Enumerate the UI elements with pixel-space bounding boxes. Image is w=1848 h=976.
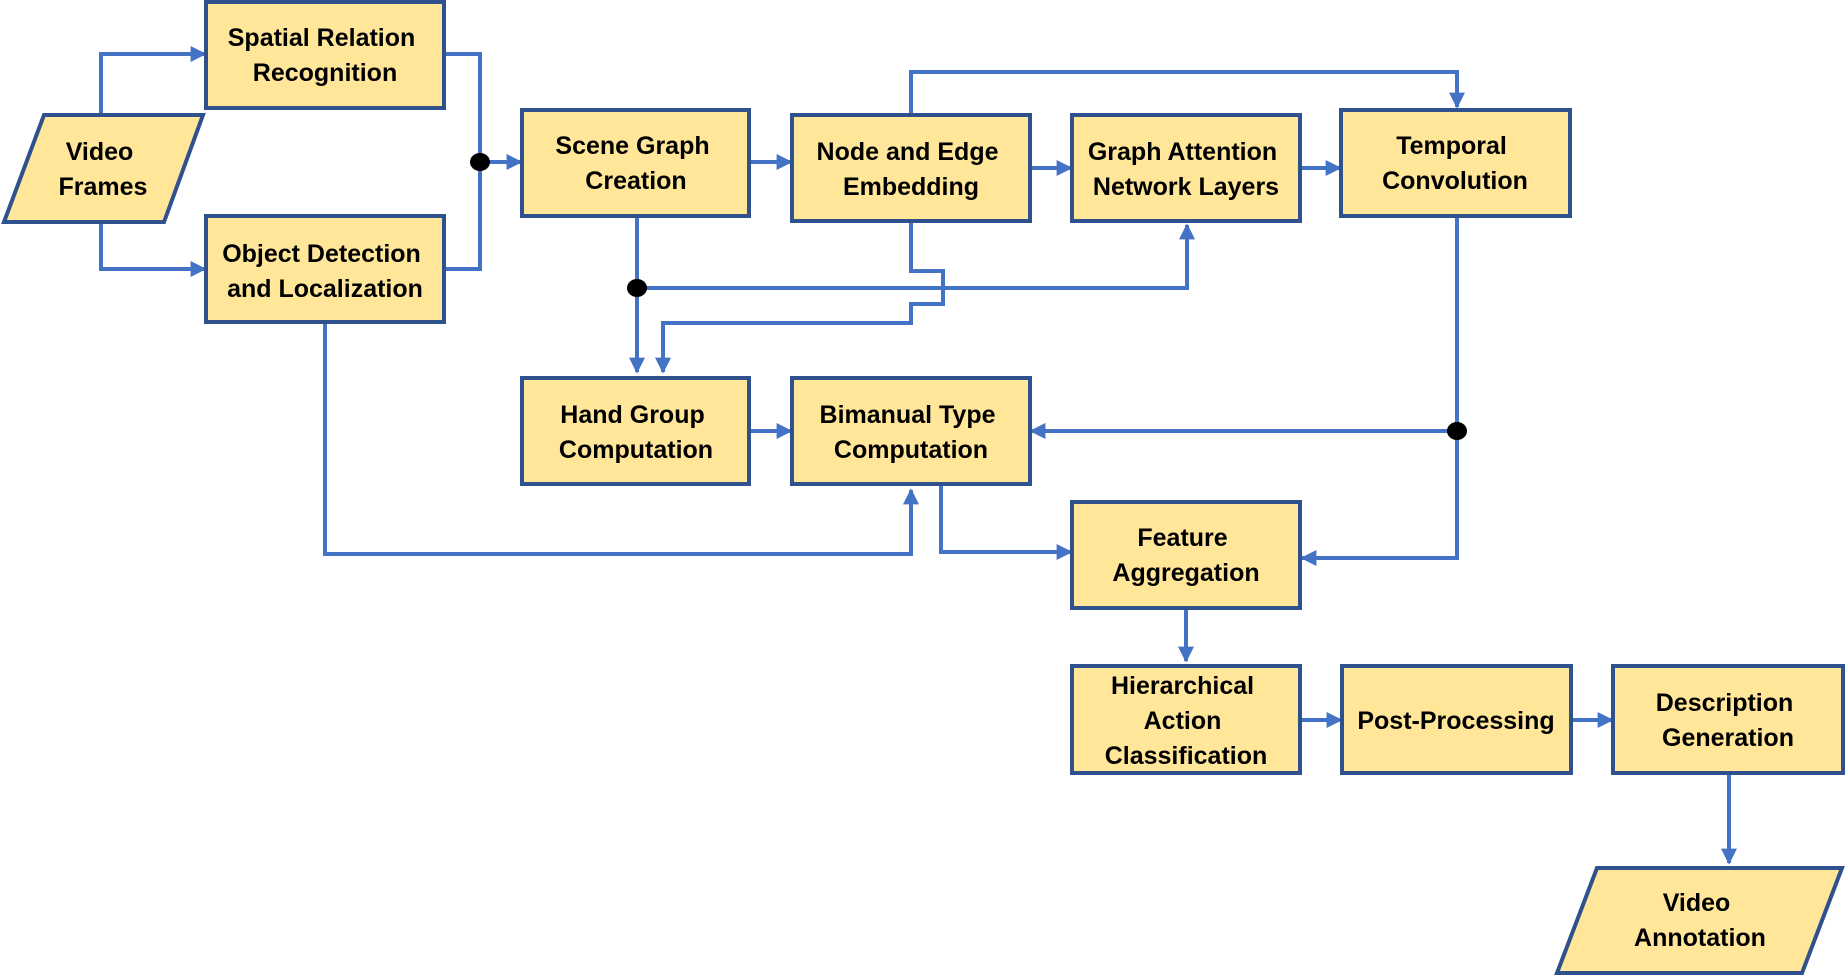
node-spatial-relation-label: Spatial Relation Recognition [228,24,423,87]
node-hand-group-box [520,376,751,486]
node-hierarchical-action-label: Hierarchical Action Classification [1105,672,1268,770]
node-post-processing-label: Post-Processing [1357,707,1554,735]
edge-object-to-junction [445,162,482,271]
node-temporal-convolution-label: Temporal Convolution [1382,132,1528,195]
edge-spatial-to-junction [445,52,482,162]
node-hand-group-line-1: Hand Group [560,401,704,429]
node-scene-graph-line-2: Creation [585,167,686,195]
node-hierarchical-action: Hierarchical Action Classification [1070,664,1302,775]
node-video-frames-shape [1,113,206,224]
node-post-processing-box [1340,664,1573,775]
node-video-annotation-label: Video Annotation [1634,889,1766,952]
edge-temporal-to-feature-agg [1300,217,1459,566]
node-node-edge-embedding: Node and Edge Embedding [790,113,1032,223]
node-video-annotation-line-1: Video [1663,889,1731,917]
node-spatial-relation-box [204,0,446,110]
node-node-edge-embedding-line-2: Embedding [843,173,979,201]
node-spatial-relation-line-2: Recognition [253,59,397,87]
node-object-detection-line-2: and Localization [227,275,423,303]
node-video-annotation-shape [1554,866,1845,975]
node-temporal-convolution-line-2: Convolution [1382,167,1528,195]
node-video-frames-label: Video Frames [59,138,148,201]
node-bimanual-type-box [790,376,1032,486]
node-object-detection: Object Detection and Localization [204,214,446,324]
node-node-edge-embedding-label: Node and Edge Embedding [817,138,1006,201]
edge-video-to-spatial [99,46,207,115]
node-description-generation-line-2: Generation [1662,724,1794,752]
node-object-detection-line-1: Object Detection [222,240,421,268]
node-feature-aggregation-label: Feature Aggregation [1112,524,1259,587]
junction-dot-scene-graph-split [627,279,647,297]
node-hand-group-label: Hand Group Computation [559,401,713,464]
node-video-annotation-line-2: Annotation [1634,924,1766,952]
node-temporal-convolution: Temporal Convolution [1339,108,1572,218]
node-spatial-relation-line-1: Spatial Relation [228,24,416,52]
node-node-edge-embedding-box [790,113,1032,223]
edge-object-to-bimanual [323,323,919,556]
node-scene-graph-label: Scene Graph Creation [555,132,716,195]
edge-video-to-object [99,223,207,277]
edge-node-edge-to-temporal-skip [909,70,1465,115]
node-bimanual-type: Bimanual Type Computation [790,376,1032,486]
node-graph-attention-box [1070,113,1302,223]
node-hierarchical-action-box [1070,664,1302,775]
node-hand-group: Hand Group Computation [520,376,751,486]
node-description-generation-line-1: Description [1656,689,1794,717]
node-graph-attention: Graph Attention Network Layers [1070,113,1302,223]
edge-bimanual-to-feature-agg [939,484,1073,560]
node-graph-attention-line-2: Network Layers [1093,173,1279,201]
node-post-processing: Post-Processing [1340,664,1573,775]
node-scene-graph-line-1: Scene Graph [555,132,709,160]
node-description-generation: Description Generation [1611,664,1845,775]
node-graph-attention-line-1: Graph Attention [1088,138,1277,166]
node-bimanual-type-line-2: Computation [834,436,988,464]
node-temporal-convolution-line-1: Temporal [1396,132,1507,160]
node-description-generation-label: Description Generation [1656,689,1800,752]
node-hierarchical-action-line-3: Classification [1105,742,1268,770]
junction-dot-input-merge [470,153,490,171]
node-hierarchical-action-line-1: Hierarchical [1111,672,1254,700]
node-graph-attention-label: Graph Attention Network Layers [1088,138,1284,201]
node-hand-group-line-2: Computation [559,436,713,464]
edge-scene-junction-to-gat [637,223,1195,290]
node-post-processing-line-1: Post-Processing [1357,707,1554,735]
node-bimanual-type-label: Bimanual Type Computation [820,401,1003,464]
edge-node-edge-to-hand-group [655,222,945,374]
node-hierarchical-action-line-2: Action [1144,707,1222,735]
node-scene-graph: Scene Graph Creation [520,108,751,218]
node-video-frames: Video Frames [1,113,206,224]
node-bimanual-type-line-1: Bimanual Type [820,401,996,429]
node-description-generation-box [1611,664,1845,775]
junctions [470,153,1467,440]
node-spatial-relation: Spatial Relation Recognition [204,0,446,110]
node-node-edge-embedding-line-1: Node and Edge [817,138,999,166]
node-video-annotation: Video Annotation [1554,866,1845,975]
edges [99,46,1737,865]
node-feature-aggregation: Feature Aggregation [1070,500,1302,610]
node-scene-graph-box [520,108,751,218]
node-object-detection-label: Object Detection and Localization [222,240,428,303]
node-feature-aggregation-line-2: Aggregation [1112,559,1259,587]
node-video-frames-line-2: Frames [59,173,148,201]
junction-dot-temporal-split [1447,422,1467,440]
node-feature-aggregation-box [1070,500,1302,610]
node-video-frames-line-1: Video [66,138,134,166]
node-feature-aggregation-line-1: Feature [1137,524,1227,552]
node-object-detection-box [204,214,446,324]
node-temporal-convolution-box [1339,108,1572,218]
